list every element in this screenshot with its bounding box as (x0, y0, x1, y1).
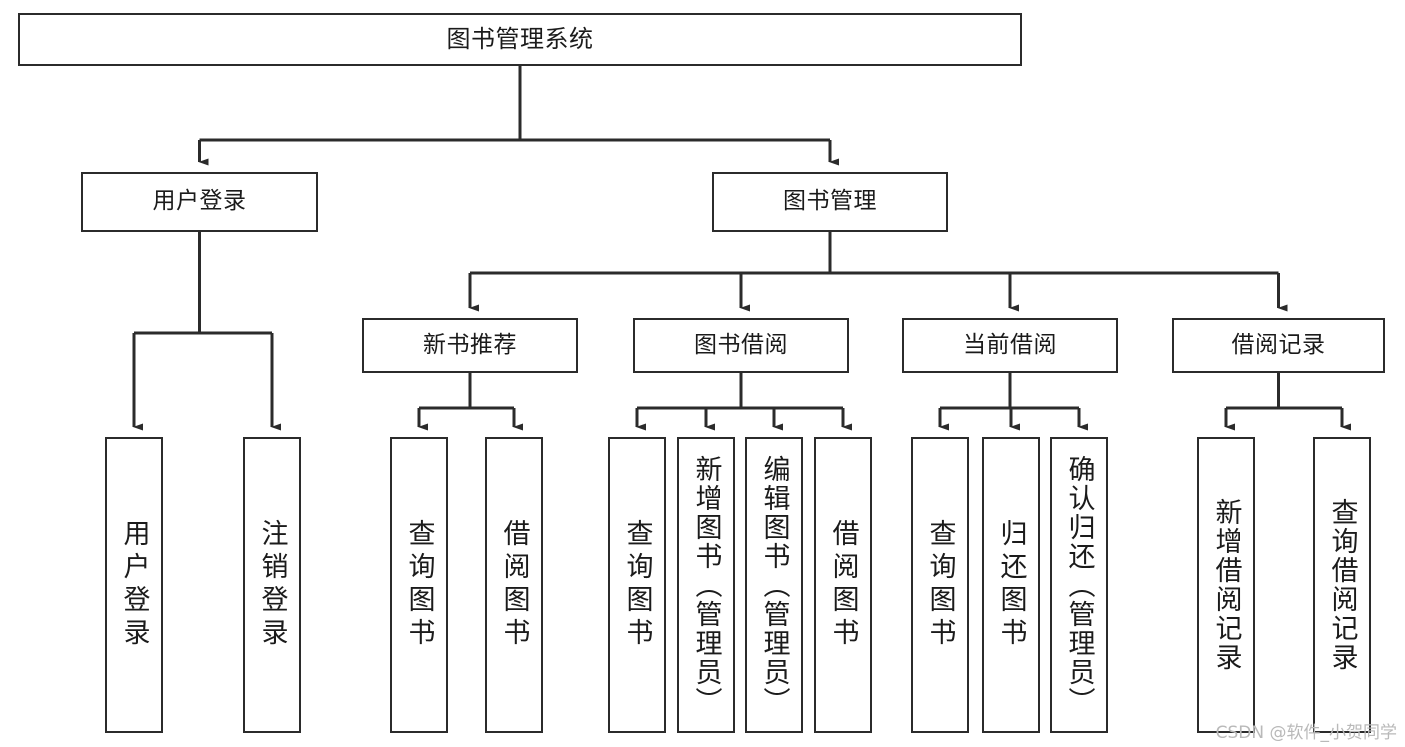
node-leaf-user-login-label: 用户登录 (118, 519, 150, 651)
node-borrow-record[interactable]: 借阅记录 (1172, 318, 1385, 373)
node-user-login-label: 用户登录 (152, 188, 247, 215)
node-leaf-confirm-return[interactable]: 确认归还（管理员） (1050, 437, 1108, 733)
node-leaf-borrow-book-2-label: 借阅图书 (827, 519, 859, 651)
node-leaf-borrow-book-1-label: 借阅图书 (498, 519, 530, 651)
node-leaf-add-book[interactable]: 新增图书（管理员） (677, 437, 735, 733)
node-root[interactable]: 图书管理系统 (18, 13, 1022, 66)
node-leaf-logout[interactable]: 注销登录 (243, 437, 301, 733)
node-leaf-logout-label: 注销登录 (256, 519, 288, 651)
node-leaf-query-book-1-label: 查询图书 (403, 519, 435, 651)
node-book-borrow[interactable]: 图书借阅 (633, 318, 849, 373)
node-book-borrow-label: 图书借阅 (694, 331, 788, 358)
node-leaf-add-record[interactable]: 新增借阅记录 (1197, 437, 1255, 733)
node-leaf-user-login[interactable]: 用户登录 (105, 437, 163, 733)
node-leaf-query-book-1[interactable]: 查询图书 (390, 437, 448, 733)
node-leaf-borrow-book-1[interactable]: 借阅图书 (485, 437, 543, 733)
watermark-text: CSDN @软件_小贺同学 (1215, 723, 1397, 743)
node-leaf-return-book[interactable]: 归还图书 (982, 437, 1040, 733)
node-leaf-add-record-label: 新增借阅记录 (1210, 498, 1242, 672)
node-leaf-confirm-return-label: 确认归还（管理员） (1063, 454, 1095, 716)
node-leaf-borrow-book-2[interactable]: 借阅图书 (814, 437, 872, 733)
node-book-manage[interactable]: 图书管理 (712, 172, 948, 232)
node-leaf-query-book-3-label: 查询图书 (924, 519, 956, 651)
node-new-book-rec-label: 新书推荐 (423, 331, 517, 358)
node-leaf-add-book-label: 新增图书（管理员） (690, 454, 722, 716)
node-leaf-edit-book-label: 编辑图书（管理员） (758, 454, 790, 716)
node-leaf-edit-book[interactable]: 编辑图书（管理员） (745, 437, 803, 733)
node-root-label: 图书管理系统 (446, 25, 594, 54)
node-new-book-rec[interactable]: 新书推荐 (362, 318, 578, 373)
node-leaf-return-book-label: 归还图书 (995, 519, 1027, 651)
node-current-borrow[interactable]: 当前借阅 (902, 318, 1118, 373)
node-borrow-record-label: 借阅记录 (1231, 331, 1326, 358)
node-current-borrow-label: 当前借阅 (963, 331, 1057, 358)
node-leaf-query-book-2-label: 查询图书 (621, 519, 653, 651)
node-leaf-query-record[interactable]: 查询借阅记录 (1313, 437, 1371, 733)
node-user-login[interactable]: 用户登录 (81, 172, 318, 232)
node-book-manage-label: 图书管理 (783, 188, 877, 215)
node-leaf-query-book-3[interactable]: 查询图书 (911, 437, 969, 733)
node-leaf-query-record-label: 查询借阅记录 (1326, 498, 1358, 672)
node-leaf-query-book-2[interactable]: 查询图书 (608, 437, 666, 733)
